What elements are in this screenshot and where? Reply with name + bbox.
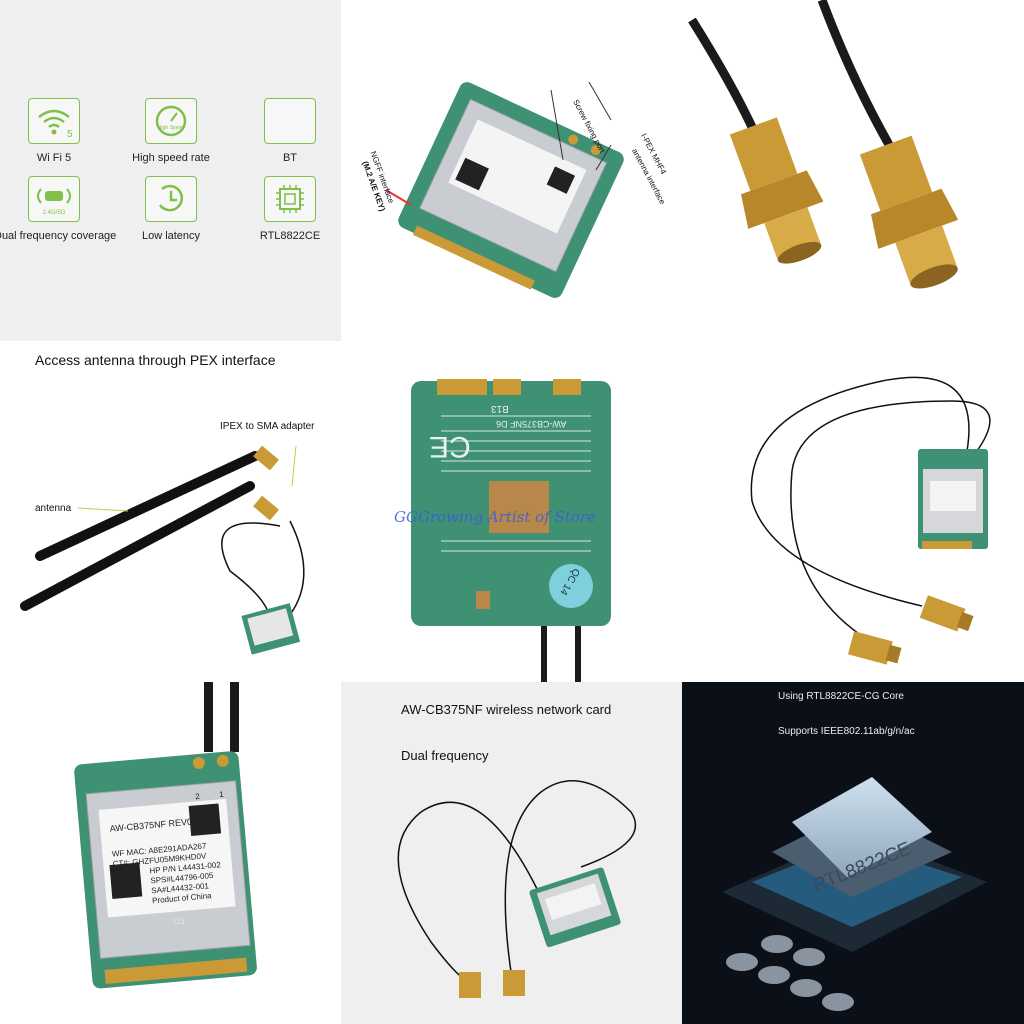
svg-text:2.4G/5G: 2.4G/5G [43,210,66,216]
port-2-label: 2 [194,791,201,802]
card-model: AW-CB375NF REV05 [109,816,198,834]
speed-gauge-icon: High Speed [145,98,197,144]
card-key-label: 113 [172,917,185,926]
core-line-1: Using RTL8822CE-CG Core [778,691,904,702]
card-label-text: 2 1 AW-CB375NF REV05 WF MAC: A8E291ADA26… [108,790,247,910]
dual-band-icon: 2.4G/5G [28,176,80,222]
feature-label: Wi Fi 5 [36,152,72,164]
network-title: AW-CB375NF wireless network card [401,702,612,717]
card-back-photo: B13 AW-CB375NF D6 CE QC 14 GGGrowing Art… [341,341,682,682]
wifi5-icon: 5 [28,98,80,144]
sma-connectors-photo [682,0,1024,341]
port-1-label: 1 [218,789,224,800]
feature-chip: RTL8822CE [230,176,341,242]
features-panel: 5 Wi Fi 5 High Speed High speed rate BT [0,0,341,341]
latency-clock-icon [145,176,197,222]
ce-mark: CE [429,430,471,463]
feature-dual-band: 2.4G/5G Dual frequency coverage [0,176,117,242]
chip-icon [264,176,316,222]
network-card-photo: AW-CB375NF wireless network card Dual fr… [341,682,682,1024]
rtl-chip-photo: Using RTL8822CE-CG Core Supports IEEE802… [682,682,1024,1024]
feature-label: BT [282,152,298,164]
card-front-photo: 2 1 AW-CB375NF REV05 WF MAC: A8E291ADA26… [0,682,341,1024]
back-model-label: AW-CB375NF D6 [496,419,567,429]
card-cables-photo [682,341,1024,682]
feature-bt: BT [230,98,341,164]
feature-label: Dual frequency coverage [0,230,117,242]
card-annotated-photo: Screw fixing port I-PEX MHF4 antenna int… [341,0,682,341]
pex-title: Access antenna through PEX interface [35,352,276,368]
feature-latency: Low latency [111,176,231,242]
core-line-2: Supports IEEE802.11ab/g/n/ac [778,726,915,737]
feature-label: High speed rate [132,152,210,164]
feature-label: RTL8822CE [259,230,321,242]
network-subtitle: Dual frequency [401,748,489,763]
bluetooth-icon [264,98,316,144]
back-top-label: B13 [491,403,509,414]
antenna-label: antenna [35,503,72,514]
svg-text:5: 5 [67,129,73,140]
feature-label: Low latency [141,230,201,242]
store-watermark: GGGrowing Artist of Store [394,508,596,526]
pex-antenna-photo: Access antenna through PEX interface IPE… [0,341,341,682]
feature-speed: High Speed High speed rate [111,98,231,164]
feature-wifi5: 5 Wi Fi 5 [0,98,114,164]
adapter-label: IPEX to SMA adapter [220,421,315,432]
svg-text:High Speed: High Speed [158,125,184,131]
